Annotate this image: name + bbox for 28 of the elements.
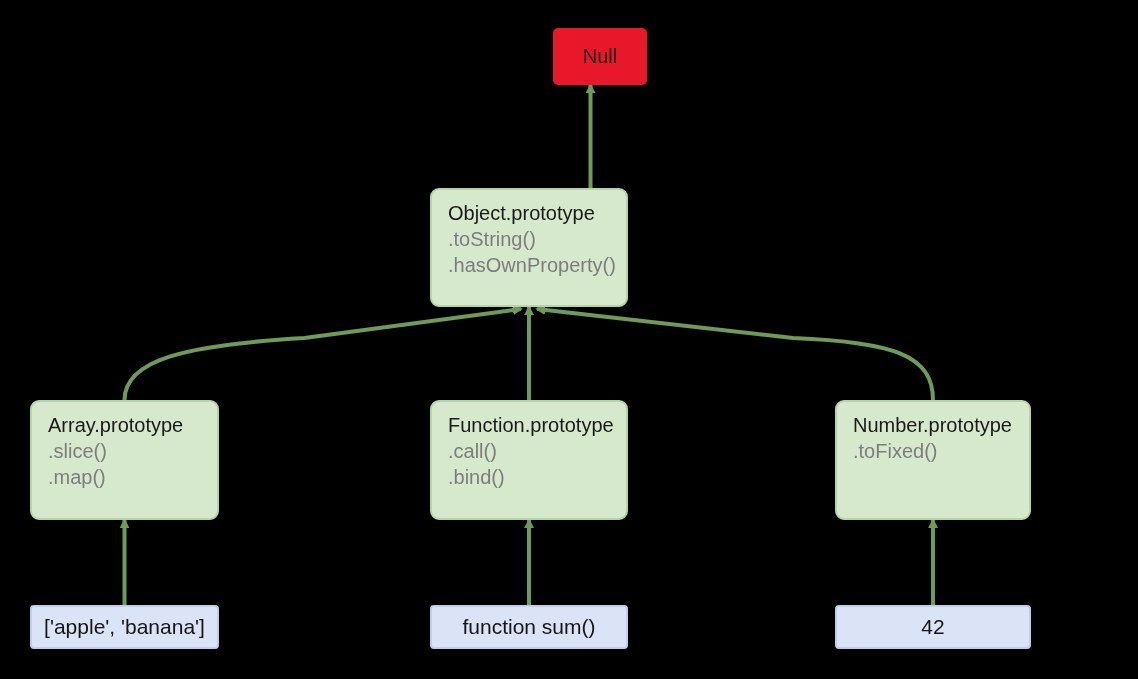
prototype-name: Object.prototype [448,201,595,226]
arrow [117,518,132,605]
prototype-box [430,400,628,520]
prototype-box [430,188,628,307]
prototype-box [30,400,219,520]
method-name: .hasOwnProperty() [448,253,616,278]
node-label: 42 [921,615,945,639]
node-label: ['apple', 'banana'] [44,615,205,639]
prototype-box [835,400,1031,520]
arrow [522,518,537,605]
value-box [430,605,628,649]
method-name: .bind() [448,465,505,490]
arrow [522,305,537,400]
arrow [583,83,598,188]
node-label: function sum() [462,615,596,639]
prototype-name: Array.prototype [48,413,184,438]
node-label: Null [582,45,618,68]
method-name: .call() [448,439,497,464]
value-box [835,605,1031,649]
arrow [926,518,941,605]
method-name: .toString() [448,227,536,252]
method-name: .map() [48,465,106,490]
prototype-name: Function.prototype [448,413,614,438]
method-name: .toFixed() [853,439,938,464]
prototype-name: Number.prototype [853,413,1012,438]
null-box [553,28,647,85]
method-name: .slice() [48,439,107,464]
value-box [30,605,219,649]
